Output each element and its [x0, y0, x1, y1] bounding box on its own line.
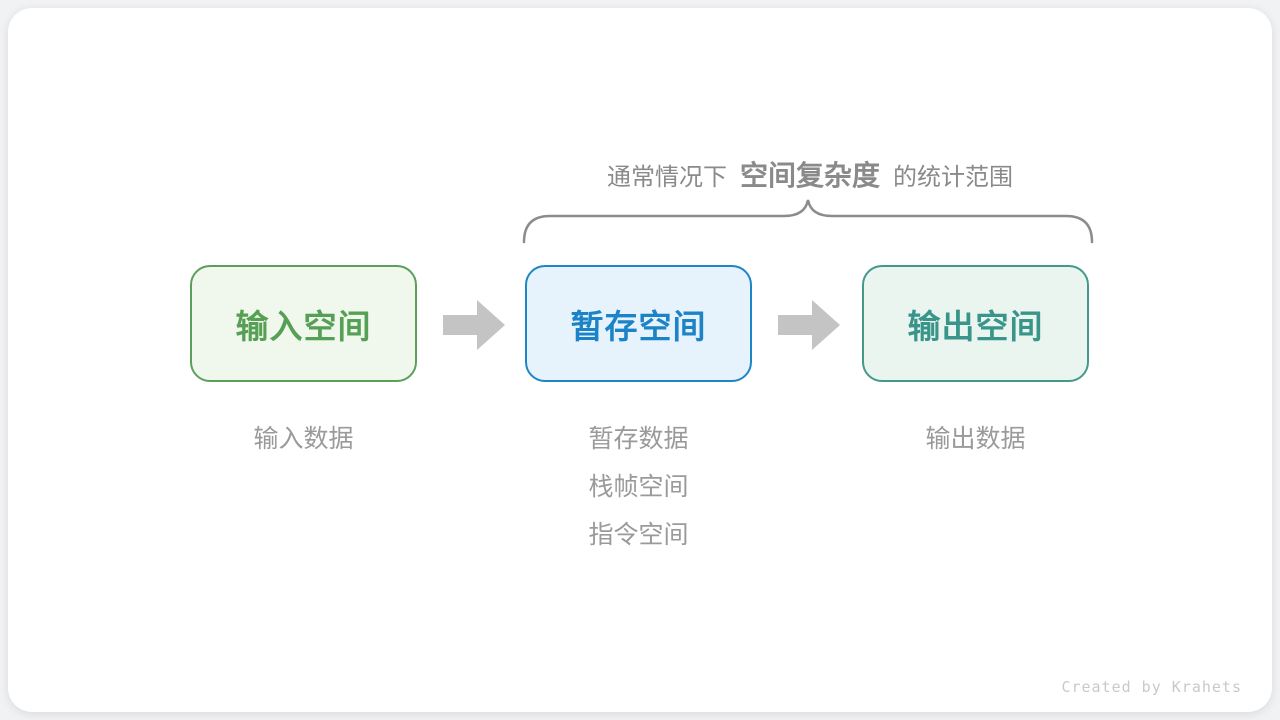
- caption: 通常情况下 空间复杂度 的统计范围: [522, 154, 1098, 194]
- credit-text: Created by Krahets: [1061, 678, 1242, 696]
- input-space-box: 输入空间: [190, 265, 417, 382]
- caption-suffix: 的统计范围: [893, 164, 1013, 191]
- note-temp-data: 暂存数据: [588, 425, 689, 453]
- arrow-right-icon: [778, 300, 840, 350]
- brace-icon: [522, 199, 1094, 244]
- output-space-notes: 输出数据: [862, 424, 1089, 472]
- diagram-card: 通常情况下 空间复杂度 的统计范围 输入空间 暂存空间 输出空间 输入数据 暂存…: [8, 8, 1272, 712]
- input-space-notes: 输入数据: [190, 424, 417, 472]
- note-instruction-space: 指令空间: [588, 521, 689, 549]
- output-space-label: 输出空间: [907, 307, 1044, 345]
- temporary-space-box: 暂存空间: [525, 265, 752, 382]
- temporary-space-notes: 暂存数据 栈帧空间 指令空间: [525, 424, 752, 568]
- note-output-data: 输出数据: [925, 425, 1026, 453]
- caption-highlight: 空间复杂度: [739, 160, 880, 191]
- note-input-data: 输入数据: [253, 425, 354, 453]
- output-space-box: 输出空间: [862, 265, 1089, 382]
- note-stack-frame-space: 栈帧空间: [588, 473, 689, 501]
- arrow-right-icon: [443, 300, 505, 350]
- caption-prefix: 通常情况下: [606, 164, 727, 191]
- temporary-space-label: 暂存空间: [570, 307, 707, 345]
- input-space-label: 输入空间: [235, 307, 372, 345]
